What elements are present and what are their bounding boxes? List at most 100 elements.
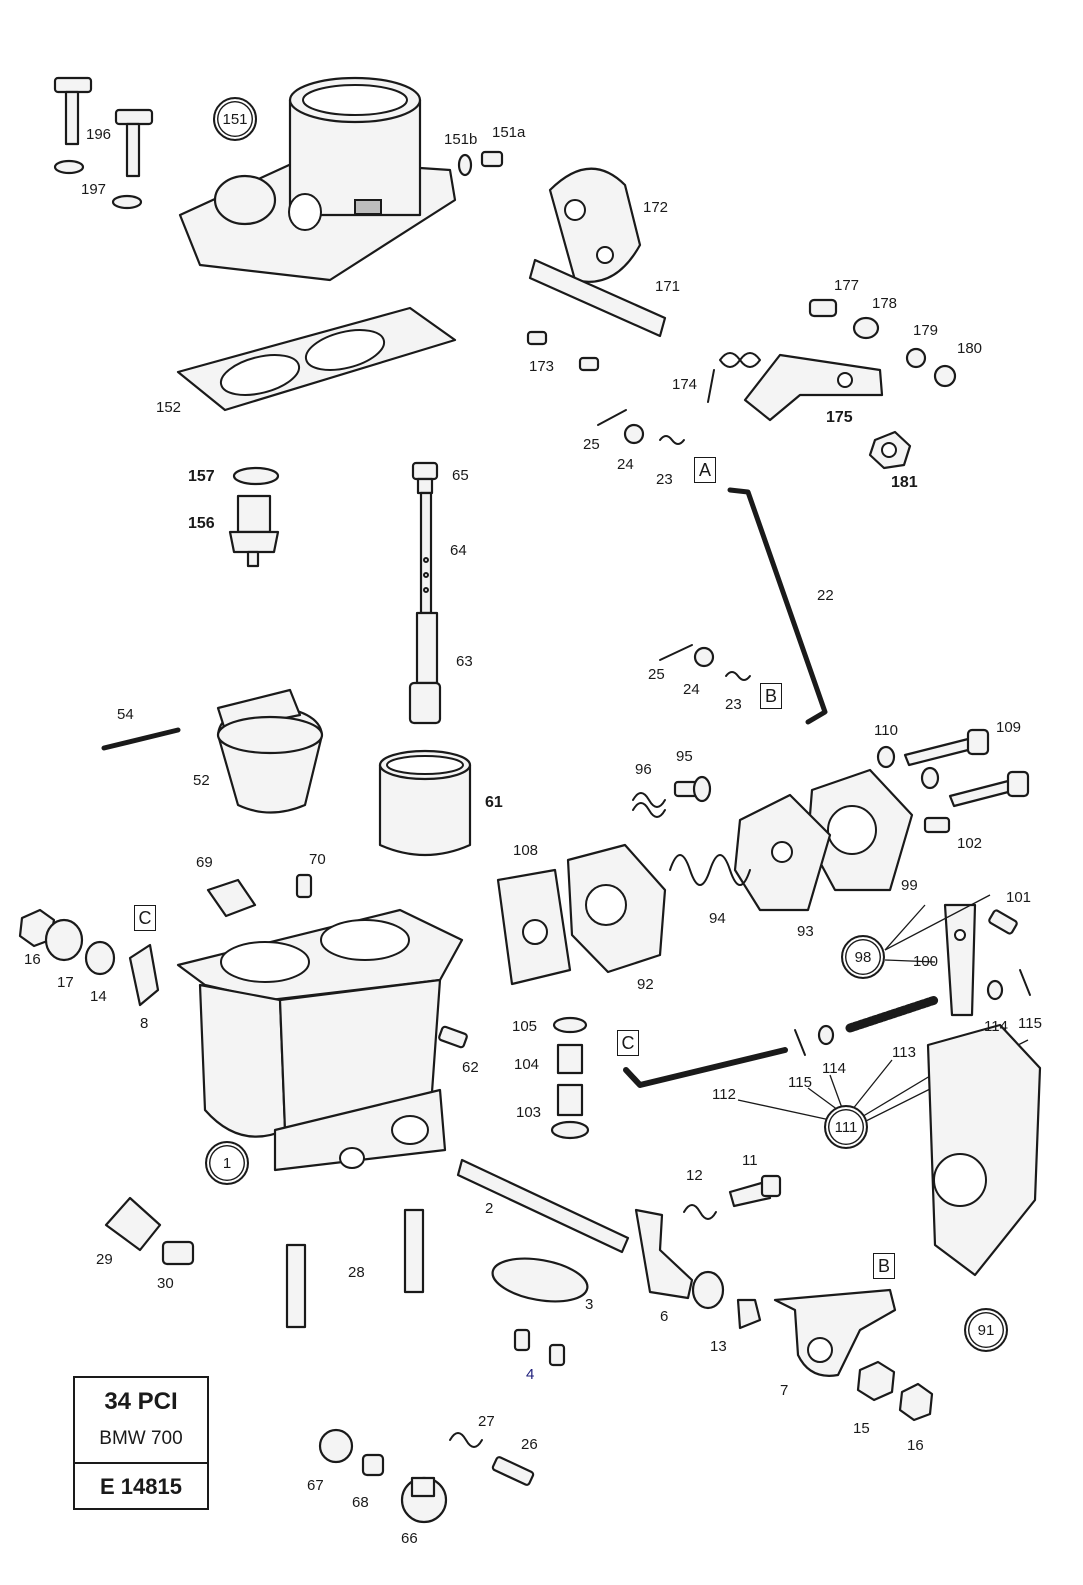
part-label: 108 bbox=[513, 842, 539, 859]
bracket-29 bbox=[104, 1196, 195, 1266]
part-label: 92 bbox=[637, 976, 654, 993]
part-label: 24 bbox=[683, 681, 700, 698]
part-label: 3 bbox=[585, 1296, 594, 1313]
screw-4 bbox=[513, 1328, 566, 1367]
part-label: 27 bbox=[478, 1413, 495, 1430]
pump-assembly-91 bbox=[926, 1023, 1042, 1277]
part-label: 174 bbox=[672, 376, 698, 393]
part-label: 114 bbox=[822, 1060, 846, 1077]
part-label: 196 bbox=[86, 126, 112, 143]
lever-6 bbox=[634, 1208, 762, 1330]
venturi-61 bbox=[378, 749, 472, 857]
part-label: 104 bbox=[514, 1056, 540, 1073]
screw-95 bbox=[673, 775, 712, 803]
part-label: 110 bbox=[874, 722, 898, 739]
vehicle-name: BMW 700 bbox=[99, 1428, 183, 1449]
part-label: 66 bbox=[401, 1530, 418, 1547]
part-label: 24 bbox=[617, 456, 634, 473]
part-label: 102 bbox=[957, 835, 983, 852]
screw-26 bbox=[491, 1456, 535, 1486]
pump-body-92 bbox=[566, 843, 667, 974]
washer-110 bbox=[876, 745, 940, 790]
lever-100 bbox=[943, 903, 1018, 1017]
washer-114 bbox=[817, 979, 1004, 1046]
gasket-152 bbox=[176, 306, 457, 412]
spring-27 bbox=[449, 1432, 483, 1448]
part-label: 179 bbox=[913, 322, 939, 339]
part-label: 52 bbox=[193, 772, 210, 789]
part-label: 67 bbox=[307, 1477, 324, 1494]
bolt-66 bbox=[400, 1476, 448, 1524]
part-label: 16 bbox=[907, 1437, 924, 1454]
nozzle-69 bbox=[206, 878, 257, 918]
part-label: 175 bbox=[826, 409, 853, 426]
part-label: 156 bbox=[188, 515, 215, 532]
screw-102 bbox=[923, 816, 951, 834]
part-label: 11 bbox=[742, 1152, 758, 1169]
part-label: 2 bbox=[485, 1200, 494, 1217]
part-label: 197 bbox=[81, 181, 107, 198]
part-label: 30 bbox=[157, 1275, 174, 1292]
part-label: 70 bbox=[309, 851, 326, 868]
model-title: 34 PCI bbox=[104, 1388, 178, 1415]
carburetor-cover-151 bbox=[178, 76, 457, 282]
ring-67 bbox=[318, 1428, 354, 1464]
part-label: 63 bbox=[456, 653, 473, 670]
circled-assembly-label: 1 bbox=[205, 1141, 249, 1185]
screw-151b bbox=[457, 150, 504, 177]
circled-assembly-label: 151 bbox=[213, 97, 257, 141]
part-label: 178 bbox=[872, 295, 898, 312]
part-label: 13 bbox=[710, 1338, 727, 1355]
part-label: 112 bbox=[712, 1086, 736, 1103]
drawing-code: E 14815 bbox=[100, 1474, 182, 1499]
valve-156 bbox=[228, 494, 280, 568]
screw-11 bbox=[728, 1174, 782, 1208]
part-label: 103 bbox=[516, 1104, 542, 1121]
screw-173 bbox=[526, 330, 600, 372]
rod-112 bbox=[623, 1047, 788, 1088]
title-block: 34 PCI BMW 700 E 14815 bbox=[73, 1376, 209, 1510]
title-divider bbox=[75, 1462, 207, 1464]
part-label: 181 bbox=[891, 474, 918, 491]
part-label: 23 bbox=[656, 471, 673, 488]
circled-assembly-label: 98 bbox=[841, 935, 885, 979]
part-label: 4 bbox=[526, 1366, 535, 1383]
part-label: 152 bbox=[156, 399, 182, 416]
part-label: 99 bbox=[901, 877, 918, 894]
ring-157 bbox=[232, 466, 280, 486]
nut-16-left bbox=[18, 908, 160, 1007]
circled-assembly-label: 111 bbox=[824, 1105, 868, 1149]
part-label: 151a bbox=[492, 124, 526, 141]
part-label: 100 bbox=[913, 953, 939, 970]
part-label: 113 bbox=[892, 1044, 916, 1061]
part-label: 17 bbox=[57, 974, 74, 991]
part-label: 61 bbox=[485, 794, 503, 811]
gasket-108 bbox=[496, 868, 572, 986]
stud-28 bbox=[285, 1208, 425, 1329]
part-label: 171 bbox=[655, 278, 681, 295]
part-label: 28 bbox=[348, 1264, 365, 1281]
part-label: 62 bbox=[462, 1059, 479, 1076]
reference-box-c: C bbox=[617, 1030, 639, 1056]
part-label: 114 bbox=[984, 1018, 1008, 1035]
part-label: 7 bbox=[780, 1382, 789, 1399]
float-52 bbox=[216, 688, 324, 814]
shaft-2 bbox=[456, 1158, 630, 1254]
lever-175 bbox=[743, 353, 884, 422]
part-label: 23 bbox=[725, 696, 742, 713]
part-label: 65 bbox=[452, 467, 469, 484]
part-label: 115 bbox=[1018, 1015, 1042, 1032]
plug-68 bbox=[361, 1453, 385, 1477]
screw-62 bbox=[438, 1025, 468, 1049]
part-label: 173 bbox=[529, 358, 555, 375]
part-label: 95 bbox=[676, 748, 693, 765]
diaphragm-93 bbox=[733, 793, 832, 912]
part-label: 14 bbox=[90, 988, 107, 1005]
pump-cover-93 bbox=[806, 768, 914, 892]
plug-70 bbox=[295, 873, 313, 899]
part-label: 93 bbox=[797, 923, 814, 940]
part-label: 94 bbox=[709, 910, 726, 927]
part-label: 29 bbox=[96, 1251, 113, 1268]
